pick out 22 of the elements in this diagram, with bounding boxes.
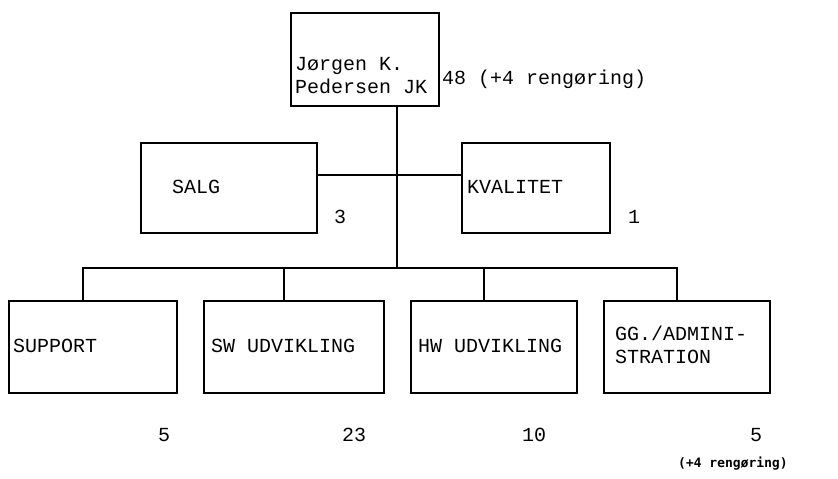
org-box <box>603 300 771 394</box>
unit-name: KVALITET <box>467 176 564 200</box>
unit-name: GG./ADMINI-STRATION <box>615 324 748 370</box>
staff-count: 1 <box>628 207 640 230</box>
unit-name: SW UDVIKLING <box>211 336 356 358</box>
staff-note: (+4 rengøring) <box>678 456 788 471</box>
staff-count: 48 (+4 rengøring) <box>442 68 646 91</box>
org-box <box>290 12 440 107</box>
org-box <box>140 142 318 234</box>
staff-count: 3 <box>334 207 346 230</box>
unit-name: SUPPORT <box>13 336 98 358</box>
unit-name: HW UDVIKLING <box>418 336 562 358</box>
org-box <box>8 300 178 394</box>
unit-name: SALG <box>172 176 220 200</box>
staff-count: 10 <box>522 425 546 448</box>
staff-count: 23 <box>342 425 366 448</box>
org-box <box>203 300 385 394</box>
staff-count: 5 <box>750 425 762 448</box>
staff-count: 5 <box>158 425 170 448</box>
unit-name: Jørgen K. Pedersen JK <box>295 54 428 100</box>
org-box <box>410 300 578 394</box>
org-box <box>461 142 611 234</box>
